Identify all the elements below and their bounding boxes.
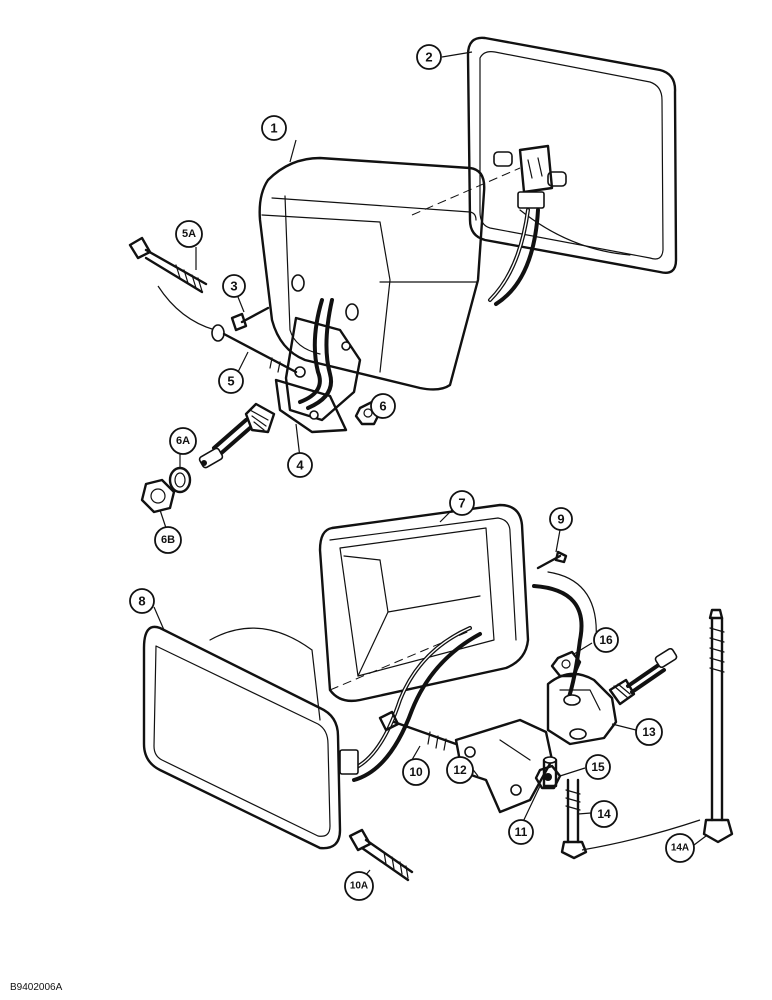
callout-6b: 6B xyxy=(154,526,182,554)
callout-13-label: 13 xyxy=(642,725,656,739)
pigtail-connector-lower xyxy=(608,647,678,706)
callout-4-label: 4 xyxy=(296,458,304,473)
bolt-10a xyxy=(348,828,414,882)
screw-9 xyxy=(536,550,568,570)
bolt-5 xyxy=(211,324,298,377)
pigtail-connector-upper xyxy=(198,402,276,469)
callout-9-label: 9 xyxy=(557,512,564,527)
callout-9: 9 xyxy=(549,507,573,531)
bolt-14 xyxy=(560,778,701,860)
swivel-bracket-13 xyxy=(546,672,618,746)
callout-6-label: 6 xyxy=(379,399,386,414)
callout-5: 5 xyxy=(218,368,244,394)
lamp-housing-upper xyxy=(258,156,486,391)
wire-lamp2 xyxy=(488,208,530,302)
callout-6a: 6A xyxy=(169,427,197,455)
bolt-5a xyxy=(128,236,216,331)
sealed-beam-lamp-lower xyxy=(142,625,342,850)
callout-6: 6 xyxy=(370,393,396,419)
callout-14a: 14A xyxy=(665,833,695,863)
callout-14a-label: 14A xyxy=(671,843,689,854)
bolt-10 xyxy=(378,710,458,751)
callout-14-label: 14 xyxy=(597,807,611,821)
hex-nut-6b xyxy=(140,478,176,514)
callout-3-label: 3 xyxy=(230,279,237,294)
callout-13: 13 xyxy=(635,718,663,746)
callout-7: 7 xyxy=(449,490,475,516)
callout-1: 1 xyxy=(261,115,287,141)
wire-upper-harness xyxy=(298,298,324,404)
alignment-dash-upper xyxy=(411,167,521,216)
callout-4: 4 xyxy=(287,452,313,478)
bolt-14a xyxy=(702,608,734,844)
callout-6a-label: 6A xyxy=(176,435,190,447)
nut-16 xyxy=(550,650,582,678)
callout-12: 12 xyxy=(446,756,474,784)
wire-loop-lower xyxy=(532,584,584,702)
mount-bracket-upper xyxy=(274,316,362,434)
callout-1-label: 1 xyxy=(270,121,277,136)
callout-11: 11 xyxy=(508,819,534,845)
callout-16: 16 xyxy=(593,627,619,653)
screw-3 xyxy=(230,306,270,332)
callout-5a-label: 5A xyxy=(182,228,196,240)
callout-14: 14 xyxy=(590,800,618,828)
callout-10-label: 10 xyxy=(409,765,423,779)
callout-5a: 5A xyxy=(175,220,203,248)
lamp-housing-lower xyxy=(318,503,530,703)
callout-2-label: 2 xyxy=(425,50,432,65)
callout-10a-label: 10A xyxy=(350,881,368,892)
callout-8: 8 xyxy=(129,588,155,614)
figure-code: B9402006A xyxy=(10,982,63,993)
nut-11 xyxy=(534,764,562,790)
callout-10: 10 xyxy=(402,758,430,786)
callout-2: 2 xyxy=(416,44,442,70)
callout-15-label: 15 xyxy=(591,760,605,774)
callout-6b-label: 6B xyxy=(161,534,175,546)
callout-5-label: 5 xyxy=(227,374,234,389)
callout-7-label: 7 xyxy=(458,496,465,511)
callout-3: 3 xyxy=(222,274,246,298)
lock-washer-6a xyxy=(168,466,192,494)
sealed-beam-lamp-upper xyxy=(466,36,678,274)
callout-11-label: 11 xyxy=(515,825,528,839)
callout-8-label: 8 xyxy=(138,594,145,609)
callout-12-label: 12 xyxy=(453,763,467,777)
callout-16-label: 16 xyxy=(599,633,613,647)
callout-10a: 10A xyxy=(344,871,374,901)
callout-15: 15 xyxy=(585,754,611,780)
